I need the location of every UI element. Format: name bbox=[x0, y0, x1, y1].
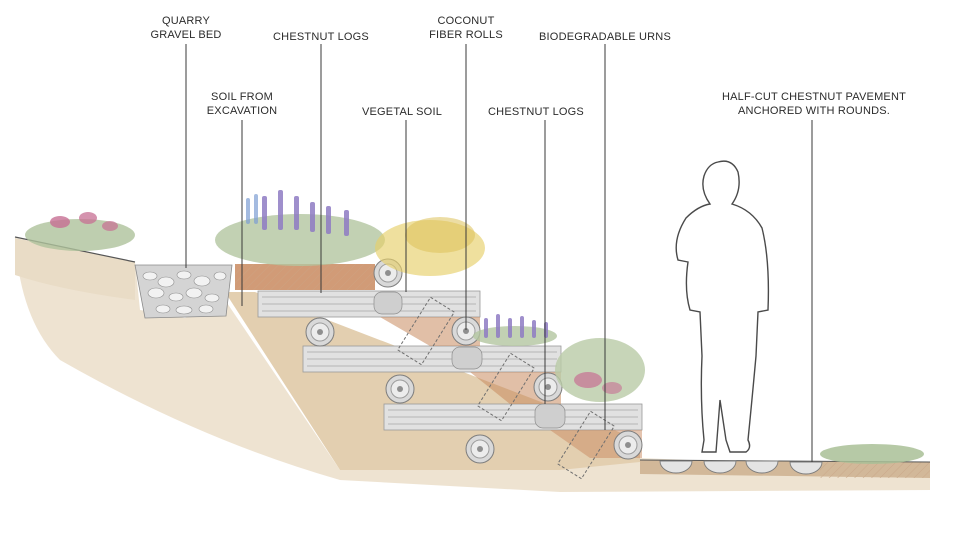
leader-lines bbox=[185, 44, 813, 462]
pavement-hatch bbox=[820, 462, 930, 478]
half-cut-rounds bbox=[659, 460, 823, 475]
label-chestnut-logs-mid: CHESTNUT LOGS bbox=[488, 106, 584, 118]
label-chestnut-logs-top: CHESTNUT LOGS bbox=[273, 31, 369, 43]
vegetation-middle-terrace bbox=[473, 314, 557, 346]
log-layer-1 bbox=[257, 290, 481, 318]
log-rounds bbox=[305, 258, 643, 464]
person-silhouette bbox=[675, 160, 770, 453]
log-layer-3 bbox=[383, 403, 643, 431]
vegetation-right-bed bbox=[820, 444, 924, 464]
vegetation-upper-left bbox=[25, 212, 135, 251]
gravel-stones bbox=[142, 270, 227, 315]
slope-soil-mass bbox=[15, 238, 930, 492]
label-coconut-fiber-rolls: COCONUT FIBER ROLLS bbox=[429, 15, 503, 41]
top-soil-hatch bbox=[235, 264, 375, 290]
label-soil-from-excavation: SOIL FROM EXCAVATION bbox=[206, 91, 278, 117]
label-quarry-gravel-bed: QUARRY GRAVEL BED bbox=[150, 15, 222, 41]
label-half-cut-pavement: HALF-CUT CHESTNUT PAVEMENT ANCHORED WITH… bbox=[721, 91, 907, 117]
log-layer-2 bbox=[302, 345, 562, 373]
vegetation-top-terrace bbox=[215, 190, 485, 276]
upper-slope-ground bbox=[15, 238, 135, 300]
vegetation-lower-terrace bbox=[555, 338, 645, 402]
label-biodegradable-urns: BIODEGRADABLE URNS bbox=[539, 31, 671, 43]
coconut-fiber-rolls bbox=[373, 291, 566, 429]
label-vegetal-soil: VEGETAL SOIL bbox=[361, 106, 443, 118]
